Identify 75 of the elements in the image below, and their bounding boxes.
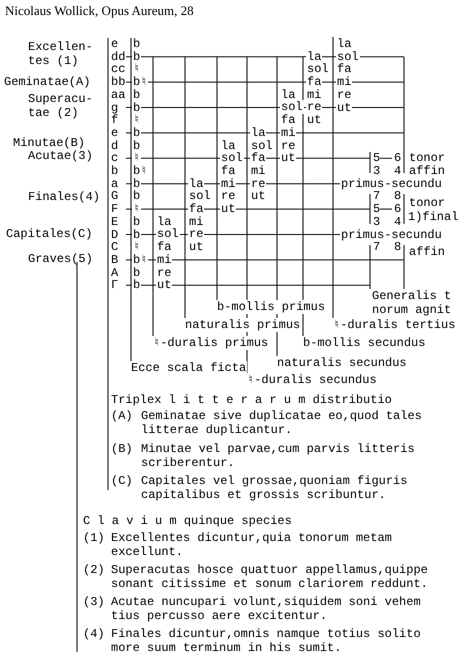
item-marker: (C) bbox=[110, 474, 134, 488]
mode-number: 8 bbox=[394, 189, 402, 204]
pitch-letter: dd bbox=[110, 50, 126, 64]
solmization-syllable: ut bbox=[336, 100, 352, 114]
pitch-letter: bb bbox=[110, 75, 126, 90]
hexachord-name: naturalis primus bbox=[184, 318, 302, 332]
leader-line bbox=[130, 292, 132, 362]
mode-number: 7 bbox=[373, 240, 380, 254]
pitch-letter: cc bbox=[110, 62, 126, 76]
mode-number: 7 bbox=[373, 189, 380, 204]
mode-number: 6 bbox=[393, 151, 402, 166]
leader-line bbox=[152, 292, 154, 336]
definition-text: Excellentes dicuntur,quia tonorum metam excellunt. bbox=[110, 531, 393, 559]
pitch-letter: f bbox=[110, 113, 120, 128]
hexachord-name: Ecce scala ficta bbox=[130, 361, 248, 375]
pitch-letter: E bbox=[110, 214, 120, 229]
register-label: Graves(5) bbox=[27, 252, 94, 266]
pitch-letter: Γ bbox=[110, 278, 120, 292]
register-label: Excellen- tes (1) bbox=[27, 40, 94, 68]
definition-text: Capitales vel grossae,quoniam figuris capitalibus et grossis scribuntur. bbox=[140, 474, 408, 502]
item-marker: (3) bbox=[82, 595, 106, 609]
pitch-letter: B bbox=[110, 252, 120, 267]
register-label: Geminatae(A) bbox=[3, 75, 92, 89]
pitch-letter: b bbox=[110, 164, 120, 178]
leader-line bbox=[184, 254, 186, 318]
mode-label: affin bbox=[408, 164, 446, 178]
pitch-letter: g bbox=[110, 100, 120, 114]
register-label: Acutae(3) bbox=[27, 149, 94, 163]
pitch-letter: c bbox=[110, 151, 120, 166]
mode-number: 8 bbox=[394, 240, 402, 254]
mode-label: affin bbox=[408, 245, 446, 259]
item-marker: (2) bbox=[82, 563, 106, 577]
pitch-letter: e bbox=[110, 126, 120, 140]
mode-number: 4 bbox=[393, 164, 402, 178]
section-heading: Triplex l i t t e r a r u m distributio bbox=[110, 393, 393, 407]
leader-line bbox=[332, 115, 334, 318]
section-heading: C l a v i u m quinque species bbox=[82, 514, 293, 528]
definition-text: Superacutas hosce quattuor appellamus,quippe sonant citissime et sonum clariorem reddunt. bbox=[110, 563, 429, 591]
mode-number: 3 bbox=[372, 164, 382, 178]
item-marker: (4) bbox=[82, 627, 106, 641]
mode-number: 4 bbox=[393, 214, 402, 229]
register-label: Capitales(C) bbox=[5, 227, 94, 241]
leader-line bbox=[216, 216, 218, 300]
pitch-letter: d bbox=[110, 138, 120, 153]
mode-number: 5 bbox=[372, 151, 382, 166]
title: Nicolaus Wollick, Opus Aureum, 28 bbox=[5, 3, 194, 19]
mode-number: 3 bbox=[372, 214, 382, 229]
register-label: Finales(4) bbox=[27, 190, 102, 204]
item-marker: (1) bbox=[82, 531, 106, 545]
register-label: Superacu- tae (2) bbox=[27, 92, 94, 120]
mode-label: primus-secundu bbox=[340, 176, 443, 191]
mode-number: 5 bbox=[372, 202, 382, 216]
pitch-letter: aa bbox=[110, 88, 126, 102]
mode-label: tonor bbox=[408, 196, 446, 210]
pitch-letter: F bbox=[110, 202, 120, 216]
definition-text: Geminatae sive duplicatae eo,quod tales litterae duplicantur. bbox=[140, 409, 423, 437]
pitch-letter: D bbox=[110, 228, 120, 242]
mode-label: primus-secundu bbox=[340, 228, 443, 242]
leader-line bbox=[302, 128, 304, 336]
definition-text: Minutae vel parvae,cum parvis litteris scriberentur. bbox=[140, 442, 416, 470]
mode-label: 1)final bbox=[407, 210, 460, 224]
mode-label: tonor bbox=[408, 151, 446, 166]
item-marker: (B) bbox=[110, 442, 134, 456]
pitch-letter: G bbox=[110, 189, 120, 204]
definition-text: Finales dicuntur,omnis namque totius solito more suum terminum in his sumit. bbox=[110, 627, 422, 655]
definition-text: Acutae nuncupari volunt,siquidem soni vehem tius percusso aere excitentur. bbox=[110, 595, 422, 623]
hexachord-name: b-mollis primus bbox=[216, 300, 326, 314]
pitch-letter: a bbox=[110, 176, 120, 191]
pitch-letter: e bbox=[110, 37, 120, 51]
pitch-letter: C bbox=[110, 240, 120, 254]
pitch-letter: A bbox=[110, 266, 120, 280]
mode-number: 6 bbox=[393, 202, 402, 216]
item-marker: (A) bbox=[110, 409, 134, 423]
register-label: Minutae(B) bbox=[12, 136, 86, 150]
solmization-syllable: sol bbox=[280, 100, 304, 114]
